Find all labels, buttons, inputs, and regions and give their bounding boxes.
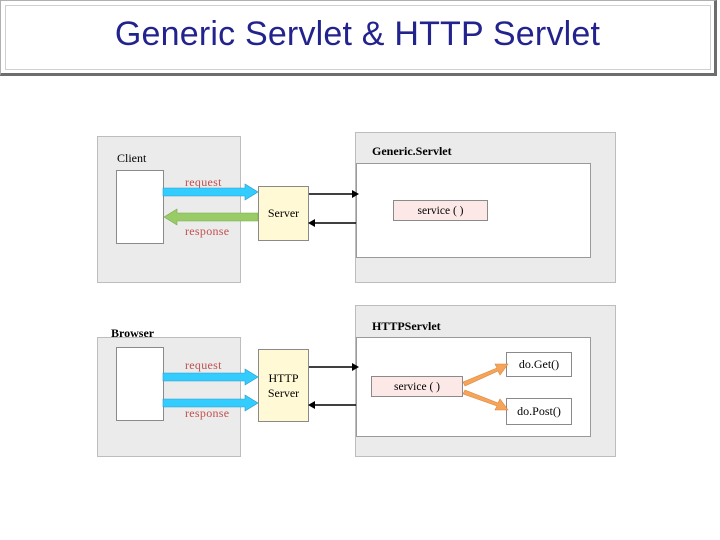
http-servlet-label: HTTPServlet [372,319,441,333]
server-box: Server [258,186,309,241]
browser-label: Browser [111,326,155,340]
request-arrow-top [162,183,259,201]
service-label-bottom: service ( ) [394,380,440,393]
request-arrow-bottom [162,368,259,386]
service-label-top: service ( ) [417,204,464,217]
service-box-top: service ( ) [393,200,488,221]
server-to-servlet-arrowhead-top [352,190,359,198]
http-server-box: HTTP Server [258,349,309,422]
doget-box: do.Get() [506,352,572,377]
response-arrow-top [163,208,259,226]
doget-label: do.Get() [518,357,560,371]
response-label-bottom: response [185,406,230,420]
generic-servlet-label: Generic.Servlet [372,144,452,158]
response-label-top: response [185,224,230,238]
page-title: Generic Servlet & HTTP Servlet [114,15,601,53]
servlet-to-server-arrowhead-bottom [308,401,315,409]
request-label-bottom: request [185,358,222,372]
request-label-top: request [185,175,222,189]
title-inner-frame [5,5,711,70]
client-label: Client [117,151,147,165]
server-to-servlet-arrowhead-bottom [352,363,359,371]
title-bar: Generic Servlet & HTTP Servlet [0,0,717,76]
response-arrow-bottom [162,394,259,412]
dopost-box: do.Post() [506,398,572,425]
service-to-doget-arrow [462,363,509,387]
server-label: Server [267,206,300,220]
http-server-label: HTTP Server [267,370,300,400]
servlet-to-server-arrowhead-top [308,219,315,227]
service-to-dopost-arrow [462,389,509,411]
client-box [116,170,164,244]
browser-box [116,347,164,421]
dopost-label: do.Post() [517,404,561,418]
service-box-bottom: service ( ) [371,376,463,397]
